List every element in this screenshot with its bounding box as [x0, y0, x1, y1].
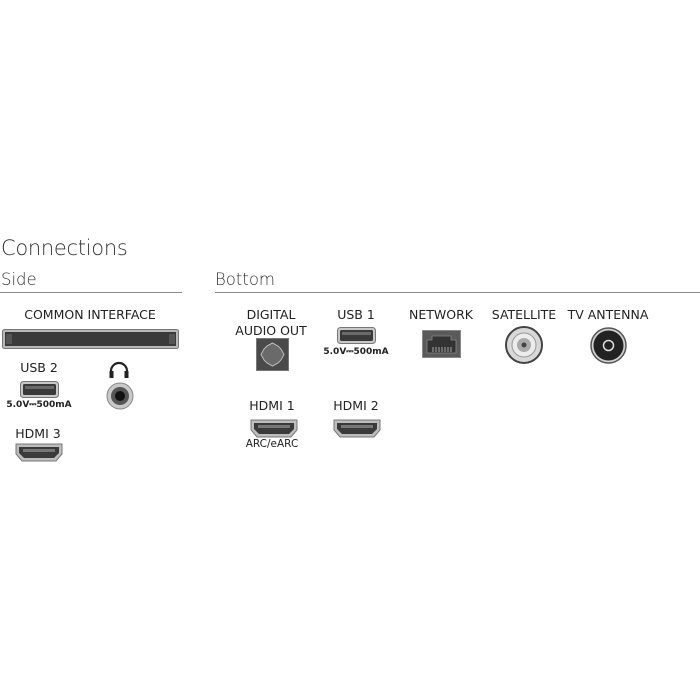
hdmi1-port-icon: [250, 419, 298, 438]
usb2-port-icon: [20, 381, 59, 398]
digital-audio-out-label-line1: DIGITAL: [246, 307, 296, 322]
usb1-rating: 5.0V⎓500mA: [323, 347, 389, 357]
page-title: Connections: [1, 236, 128, 260]
hdmi2-port-icon: [333, 419, 381, 438]
usb1-label: USB 1: [337, 307, 375, 322]
satellite-port-icon: [505, 326, 543, 364]
usb1-port-icon: [337, 327, 376, 344]
tv-antenna-port-icon: [590, 327, 627, 364]
digital-audio-out-label-line2: AUDIO OUT: [235, 323, 307, 338]
hdmi3-port-icon: [15, 443, 63, 462]
bottom-divider: [215, 292, 700, 293]
headphone-jack-icon: [106, 382, 134, 410]
hdmi1-arc-note: ARC/eARC: [245, 438, 299, 450]
ethernet-port-icon: [422, 330, 461, 358]
optical-port-icon: [256, 338, 289, 371]
network-label: NETWORK: [409, 307, 473, 322]
usb2-rating: 5.0V⎓500mA: [6, 400, 72, 410]
hdmi1-label: HDMI 1: [249, 398, 295, 413]
common-interface-label: COMMON INTERFACE: [24, 307, 156, 322]
side-heading: Side: [1, 270, 37, 289]
common-interface-slot-icon: [2, 329, 179, 349]
side-divider: [0, 292, 182, 293]
satellite-label: SATELLITE: [491, 307, 557, 322]
hdmi3-label: HDMI 3: [15, 426, 61, 441]
tv-antenna-label: TV ANTENNA: [567, 307, 649, 322]
headphones-icon: [108, 361, 130, 379]
bottom-heading: Bottom: [215, 270, 276, 289]
usb2-label: USB 2: [20, 360, 58, 375]
hdmi2-label: HDMI 2: [333, 398, 379, 413]
